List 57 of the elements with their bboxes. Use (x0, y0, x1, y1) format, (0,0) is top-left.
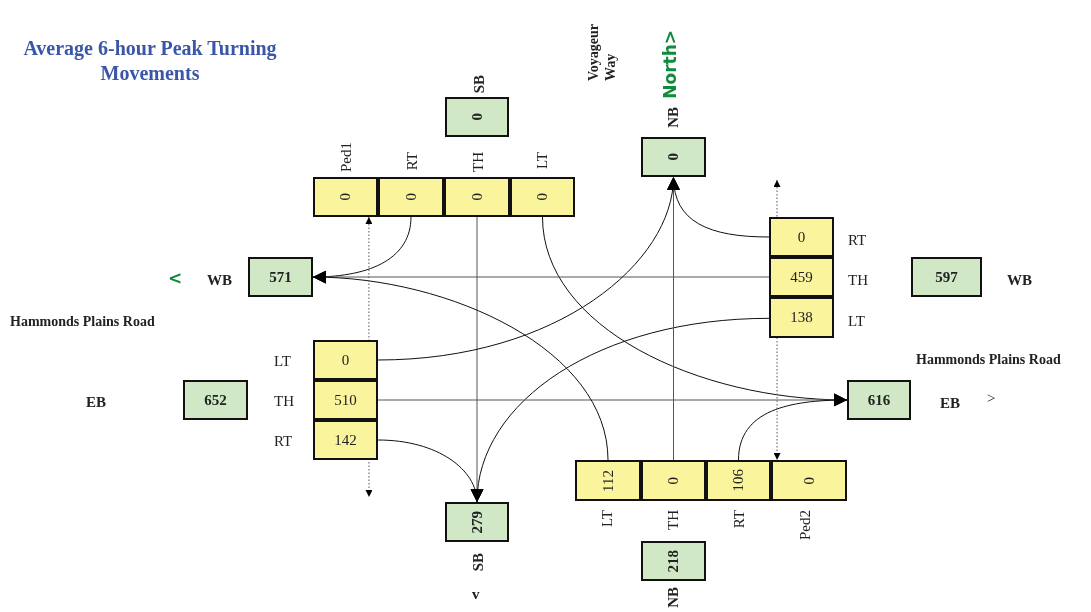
movement-label: RT (848, 233, 867, 248)
movement-label: LT (848, 314, 865, 329)
volume-value: 510 (334, 391, 357, 409)
direction-indicator: < (168, 268, 183, 288)
volume-value: 138 (790, 309, 813, 326)
movement-label: TH (274, 394, 294, 409)
movement-label: TH (848, 273, 868, 288)
movement-label: RT (405, 152, 420, 171)
movement-label: TH (471, 152, 486, 172)
street-name: Hammonds Plains Road (10, 314, 155, 330)
volume-value: 218 (665, 549, 682, 573)
street-name: Hammonds Plains Road (916, 352, 1061, 368)
volume-value: 0 (665, 476, 682, 485)
volume-value: 0 (797, 228, 806, 246)
volume-value: 597 (935, 268, 958, 286)
volume-value: 0 (337, 193, 354, 201)
movement-label: Ped1 (339, 142, 354, 172)
direction-label: WB (207, 273, 232, 288)
volume-value: 459 (790, 268, 813, 286)
movement-label: LT (274, 354, 291, 369)
direction-label: SB (472, 75, 487, 94)
volume-value: 0 (341, 351, 350, 369)
volume-total-box (183, 380, 248, 420)
north-indicator: North> (660, 30, 680, 99)
movement-label: TH (666, 510, 681, 530)
volume-value: 0 (468, 193, 486, 201)
volume-value: 142 (334, 431, 357, 449)
volume-value: 0 (800, 476, 818, 485)
volume-value: 0 (534, 193, 551, 201)
volume-value: 571 (269, 268, 292, 286)
turning-arrow (667, 176, 680, 461)
volume-value: 112 (599, 469, 617, 492)
diagram-title: Average 6-hour Peak Turning Movements (22, 36, 278, 86)
direction-indicator: v (472, 586, 480, 603)
direction-label: NB (666, 107, 681, 128)
street-name: Voyageur Way (586, 23, 619, 81)
volume-value: 279 (468, 510, 486, 534)
direction-label: EB (86, 394, 106, 411)
volume-value: 0 (665, 153, 682, 161)
volume-value: 616 (867, 391, 891, 409)
turning-arrow (312, 271, 609, 461)
volume-value: 0 (402, 193, 420, 201)
direction-indicator: > (987, 390, 996, 407)
turning-arrow (738, 393, 848, 461)
direction-label: NB (666, 587, 681, 608)
volume-value: 106 (730, 469, 747, 492)
volume-value: 0 (468, 113, 486, 121)
movement-label: RT (732, 510, 747, 529)
movement-label: RT (274, 434, 293, 449)
direction-label: SB (471, 553, 486, 572)
turning-arrow (377, 439, 483, 503)
direction-label: EB (940, 396, 960, 411)
movement-label: Ped2 (798, 510, 813, 540)
direction-label: WB (1007, 273, 1032, 288)
volume-value: 652 (204, 391, 227, 409)
movement-label: LT (535, 152, 550, 169)
movement-label: LT (600, 510, 615, 527)
